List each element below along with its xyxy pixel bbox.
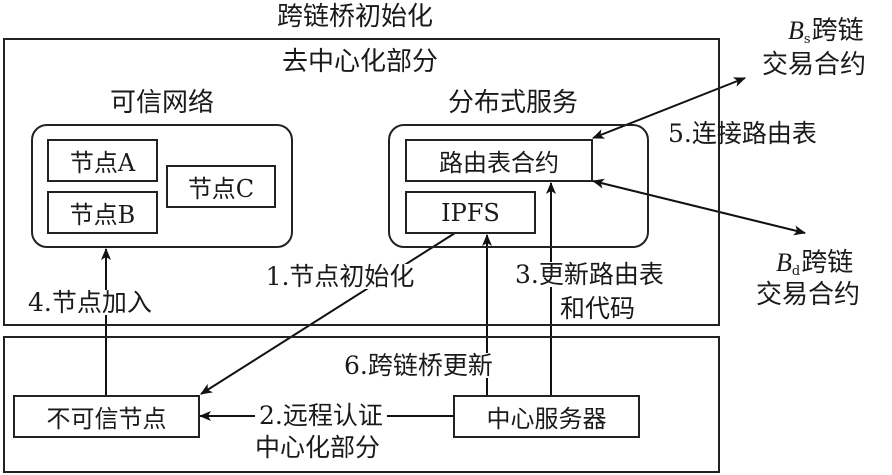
arrow-connect-dest [592, 178, 806, 236]
source-symbol: B [788, 16, 804, 45]
source-contract-line1: Bs跨链 [788, 16, 864, 47]
trusted-network-group [31, 124, 293, 248]
node-a[interactable]: 节点A [47, 139, 158, 182]
centralized-section [3, 336, 720, 473]
step4-label: 4.节点加入 [28, 288, 152, 317]
dest-symbol: B [776, 248, 792, 277]
centralized-label: 中心化部分 [255, 433, 381, 462]
step6-label: 6.跨链桥更新 [344, 351, 493, 380]
step1-label: 1.节点初始化 [265, 262, 415, 291]
source-suffix: 跨链 [811, 16, 864, 46]
central-server[interactable]: 中心服务器 [453, 395, 640, 438]
routing-table-contract[interactable]: 路由表合约 [405, 139, 593, 182]
diagram-title: 跨链桥初始化 [276, 2, 434, 32]
arrow-node-init [200, 232, 456, 395]
step3-label-line2: 和代码 [560, 294, 636, 323]
dest-contract-line2: 交易合约 [756, 280, 861, 310]
ipfs-node[interactable]: IPFS [405, 191, 536, 234]
step2-label: 2.远程认证 [255, 403, 387, 428]
distributed-service-label: 分布式服务 [447, 88, 579, 118]
decentralized-section [3, 38, 720, 326]
dest-suffix: 跨链 [801, 248, 854, 278]
node-c[interactable]: 节点C [166, 165, 276, 208]
step3-label-line1: 3.更新路由表 [515, 260, 664, 289]
trusted-network-label: 可信网络 [109, 88, 215, 118]
distributed-service-group [388, 124, 649, 248]
decentralized-label: 去中心化部分 [281, 47, 439, 77]
step5-label: 5.连接路由表 [668, 119, 817, 148]
dest-contract-line1: Bd跨链 [776, 248, 854, 279]
node-b[interactable]: 节点B [47, 191, 158, 234]
source-subscript: s [803, 32, 811, 47]
dest-subscript: d [791, 264, 801, 279]
untrusted-node[interactable]: 不可信节点 [13, 395, 200, 438]
source-contract-line2: 交易合约 [762, 50, 867, 80]
